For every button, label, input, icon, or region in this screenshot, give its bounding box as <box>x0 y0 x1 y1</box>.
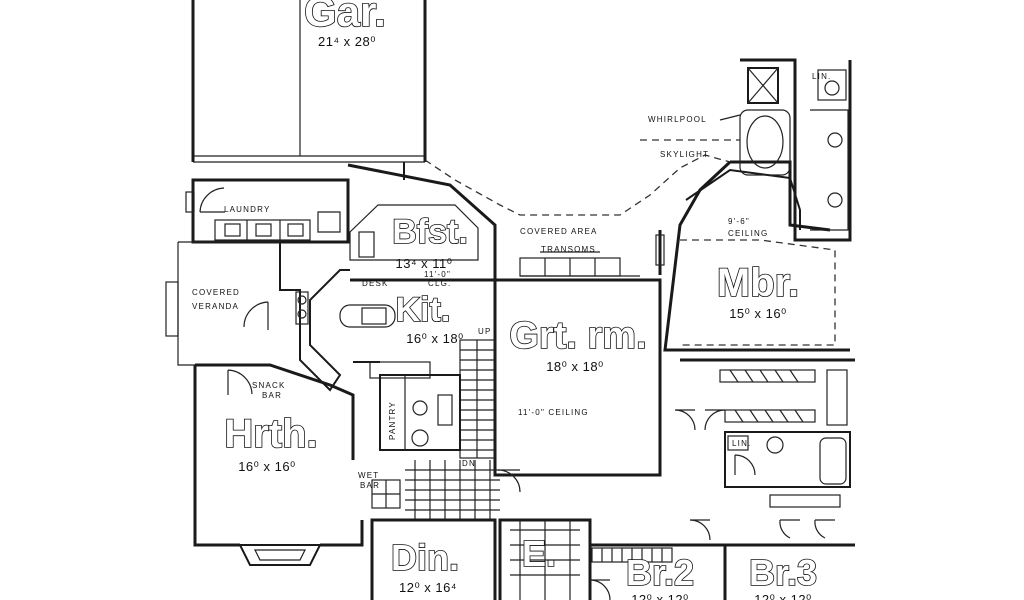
covered-area-label: COVERED AREA <box>520 227 598 236</box>
room-labels: Gar. 21⁴ x 28⁰ Bfst. 13⁴ x 11⁰ Kit. 16⁰ … <box>224 0 818 600</box>
transoms-label: TRANSOMS <box>541 245 596 254</box>
stairs <box>459 339 496 459</box>
covered-area-outline <box>424 139 740 216</box>
covered-veranda-label-2: VERANDA <box>192 302 239 311</box>
great-room-ceiling-label: 11'-0" CEILING <box>518 408 589 417</box>
entry-name: E. <box>522 533 556 574</box>
kitchen-dims: 16⁰ x 18⁰ <box>406 331 464 346</box>
bedroom2-dims: 12⁰ x 12⁰ <box>631 592 689 600</box>
entry <box>498 518 592 600</box>
linen-top-label: LIN. <box>812 72 831 81</box>
bedroom3-name: Br.3 <box>749 552 817 593</box>
hall-bath <box>674 358 855 488</box>
hearth-room-dims: 16⁰ x 16⁰ <box>238 459 296 474</box>
desk-label: DESK <box>362 279 389 288</box>
mbr-ceiling-label-1: 9'-6" <box>728 217 750 226</box>
hearth-room-name: Hrth. <box>224 412 317 456</box>
pantry <box>379 374 461 451</box>
pantry-label: PANTRY <box>388 401 397 440</box>
stairs-down-label: DN <box>462 459 476 468</box>
foyer <box>405 460 521 520</box>
great-room-name: Grt. rm. <box>509 315 646 357</box>
covered-veranda-label-1: COVERED <box>192 288 240 297</box>
annotations: LAUNDRY COVERED AREA TRANSOMS COVERED VE… <box>192 72 831 490</box>
laundry-label: LAUNDRY <box>224 205 271 214</box>
kitchen-name: Kit. <box>396 291 451 329</box>
bedroom2-name: Br.2 <box>626 552 694 593</box>
breakfast-name: Bfst. <box>392 213 468 251</box>
dining-dims: 12⁰ x 16⁴ <box>399 580 457 595</box>
hearth-room <box>193 363 401 566</box>
clg-label-2: CLG. <box>428 279 451 288</box>
garage <box>191 0 427 180</box>
wet-bar-label-2: BAR <box>360 481 380 490</box>
master-bedroom <box>655 160 850 352</box>
master-bedroom-name: Mbr. <box>717 261 799 305</box>
bedroom3-dims: 12⁰ x 12⁰ <box>754 592 812 600</box>
wet-bar-label-1: WET <box>358 471 379 480</box>
linen-bath-label: LIN. <box>732 439 751 448</box>
garage-name: Gar. <box>304 0 386 35</box>
garage-dims: 21⁴ x 28⁰ <box>318 34 376 49</box>
bedrooms-2-3 <box>588 494 855 600</box>
stairs-up-label: UP <box>478 327 492 336</box>
master-bath <box>719 58 852 242</box>
mbr-ceiling-label-2: CEILING <box>728 229 768 238</box>
great-room-dims: 18⁰ x 18⁰ <box>546 359 604 374</box>
snack-bar-label-2: BAR <box>262 391 282 400</box>
whirlpool-label: WHIRLPOOL <box>648 115 707 124</box>
clg-label-1: 11'-0" <box>424 270 451 279</box>
snack-bar-label-1: SNACK <box>252 381 286 390</box>
breakfast-dims: 13⁴ x 11⁰ <box>396 256 453 271</box>
dining <box>370 518 497 600</box>
skylight-label: SKYLIGHT <box>660 150 709 159</box>
dining-name: Din. <box>391 537 459 578</box>
master-bedroom-dims: 15⁰ x 16⁰ <box>729 306 787 321</box>
